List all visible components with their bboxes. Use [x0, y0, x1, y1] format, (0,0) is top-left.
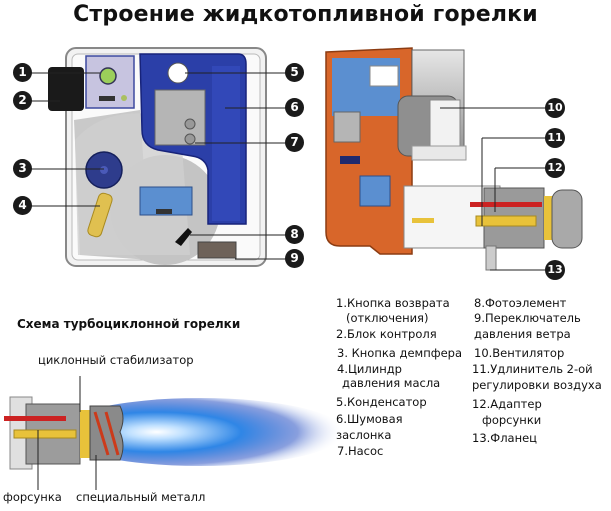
oil-pressure-cylinder [87, 192, 113, 238]
burner-side-view [325, 47, 583, 271]
callouts-right [440, 107, 549, 271]
legend-item: 12.Адаптер [472, 397, 542, 411]
fan [429, 99, 461, 155]
legend-item: 10.Вентилятор [474, 346, 565, 360]
air-pressure-switch [197, 241, 237, 259]
legend-item: 11.Удлинитель 2-ой [472, 362, 593, 376]
blast-tube-nose [551, 189, 583, 249]
reset-button [99, 67, 117, 85]
callout-3: 3 [13, 159, 32, 178]
nozzle-adapter [475, 215, 537, 227]
label-cyclone-stabilizer: циклонный стабилизатор [38, 353, 194, 367]
callout-8: 8 [285, 225, 304, 244]
legend-item: 1.Кнопка возврата [336, 296, 450, 310]
legend-item: 5.Конденсатор [336, 395, 427, 409]
callout-11: 11 [545, 128, 565, 148]
label-special-metal: специальный металл [76, 490, 206, 504]
legend-item: 7.Насос [337, 444, 384, 458]
legend-item: форсунки [482, 413, 542, 427]
legend-item: 9.Переключатель [474, 311, 581, 325]
legend-item: 6.Шумовая [336, 412, 403, 426]
legend-item: 2.Блок контроля [336, 327, 437, 341]
page-title: Строение жидкотопливной горелки [73, 2, 538, 27]
flange [485, 245, 497, 271]
legend-item: 3. Кнопка демпфера [337, 346, 462, 360]
red-rod [470, 202, 542, 207]
flame [55, 398, 345, 466]
turbo-subtitle: Схема турбоциклонной горелки [17, 317, 241, 331]
control-block-cover [48, 67, 84, 111]
callout-6: 6 [285, 98, 304, 117]
burner-front-view [48, 47, 267, 267]
callout-13: 13 [545, 260, 565, 280]
callout-7: 7 [285, 133, 304, 152]
legend-item: давления масла [342, 376, 441, 390]
callout-1: 1 [13, 63, 32, 82]
legend-item: (отключения) [346, 311, 429, 325]
label-nozzle: форсунка [3, 490, 62, 504]
callout-5: 5 [285, 63, 304, 82]
callouts-left [30, 72, 292, 260]
legend-item: регулировки воздуха [472, 378, 602, 392]
callout-10: 10 [545, 98, 565, 118]
pump [154, 89, 206, 146]
legend-item: давления ветра [474, 327, 571, 341]
callout-2: 2 [13, 91, 32, 110]
callout-4: 4 [13, 196, 32, 215]
legend-item: 4.Цилиндр [337, 362, 402, 376]
callout-12: 12 [545, 158, 565, 178]
legend-item: 8.Фотоэлемент [474, 296, 567, 310]
callout-9: 9 [285, 249, 304, 268]
legend-item: 13.Фланец [472, 431, 538, 445]
legend-item: заслонка [336, 428, 392, 442]
turbo-burner [4, 376, 345, 490]
